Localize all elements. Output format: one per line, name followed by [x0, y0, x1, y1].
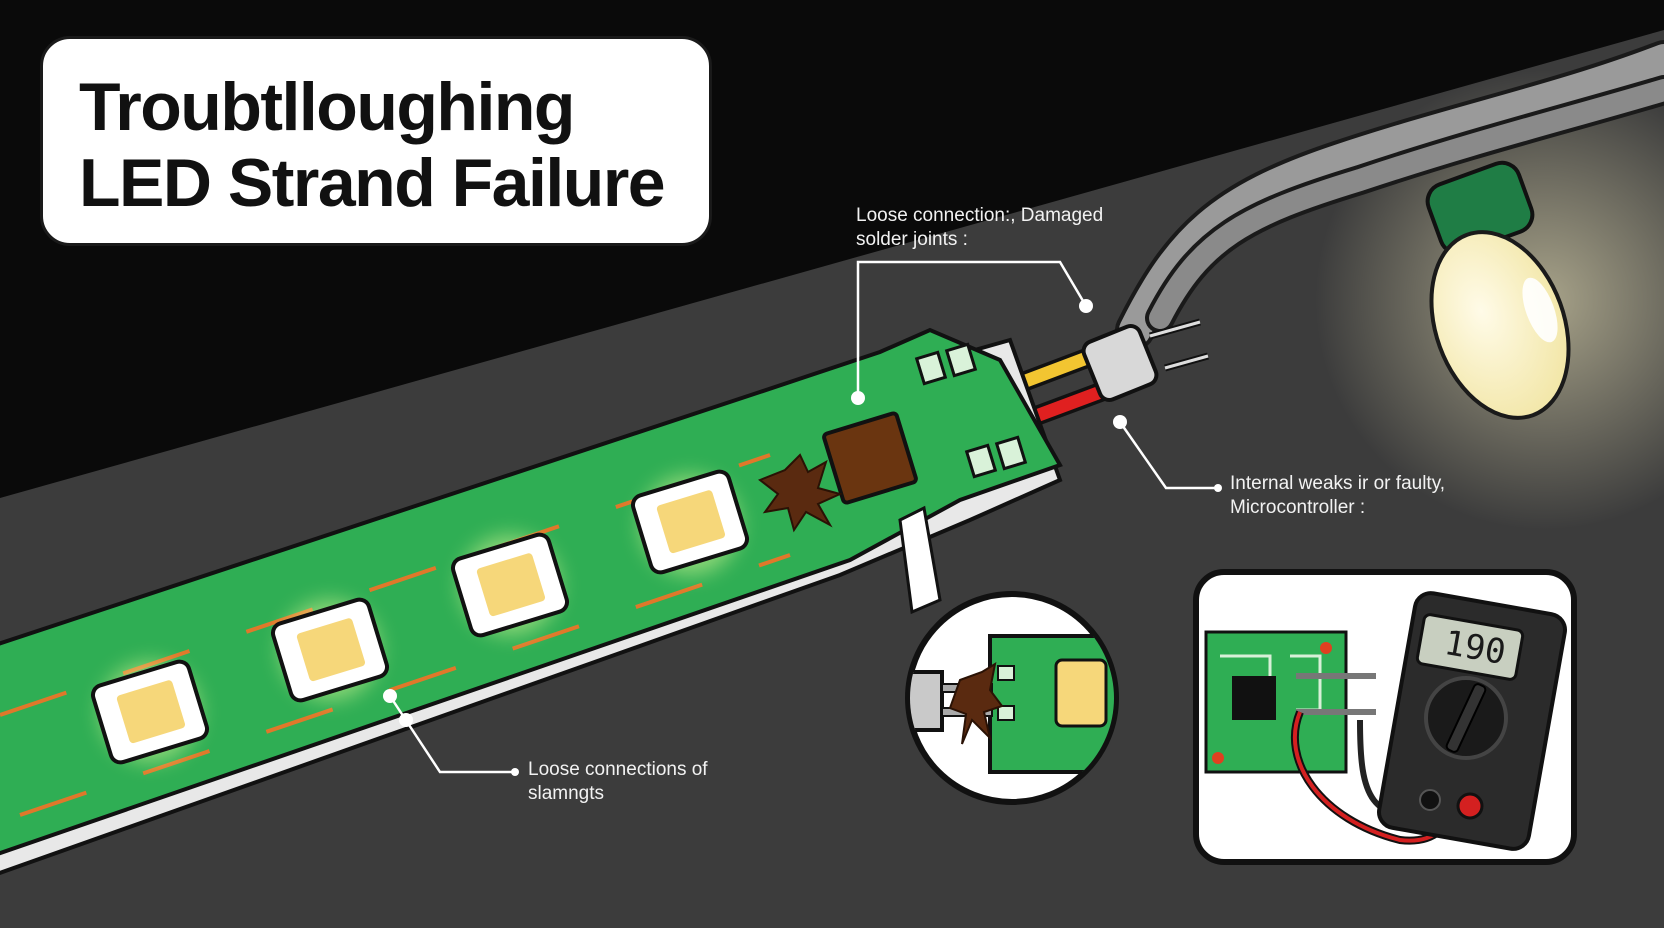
callout-solder-joints: Loose connection:, Damaged solder joints… [856, 204, 1103, 252]
multimeter-panel [1193, 569, 1577, 865]
title-line-1: Troubtlloughing [79, 69, 575, 145]
solder-pad [964, 443, 998, 479]
cable-gray-inner [1119, 44, 1664, 346]
zoom-detail [898, 505, 1119, 805]
callout-strip-line-1: Loose connections of [528, 759, 708, 780]
title-card: Troubtlloughing LED Strand Failure [40, 36, 712, 246]
solder-pad [994, 435, 1028, 471]
callout-strip-connections: Loose connections of slamngts [528, 758, 708, 806]
led-chip-icon [630, 469, 750, 575]
bulb-icon [1425, 160, 1571, 420]
multimeter-icon [1377, 591, 1567, 851]
callout-leaders [383, 260, 1222, 776]
callout-solder-line-2: solder joints : [856, 229, 968, 250]
led-chip-icon [270, 597, 390, 703]
connector-icon [1081, 318, 1209, 402]
led-strip [0, 327, 1063, 876]
callout-solder-line-1: Loose connection:, Damaged [856, 205, 1104, 226]
callout-strip-line-2: slamngts [528, 783, 605, 804]
title-line-2: LED Strand Failure [79, 145, 666, 221]
led-chip-icon [450, 532, 570, 638]
cable-gray-second-inner [1149, 79, 1664, 329]
crack-icon [758, 453, 843, 533]
solder-pad [944, 342, 978, 378]
crack-icon [948, 661, 1004, 745]
led-chip-icon [90, 659, 210, 765]
solder-pad [914, 350, 948, 386]
microcontroller-chip-icon [822, 411, 918, 505]
trace-orange-bottom [19, 553, 791, 817]
callout-controller-line-2: Microcontroller : [1230, 497, 1366, 518]
callout-microcontroller: Internal weaks ir or faulty, Microcontro… [1230, 472, 1445, 520]
callout-controller-line-1: Internal weaks ir or faulty, [1230, 473, 1446, 494]
